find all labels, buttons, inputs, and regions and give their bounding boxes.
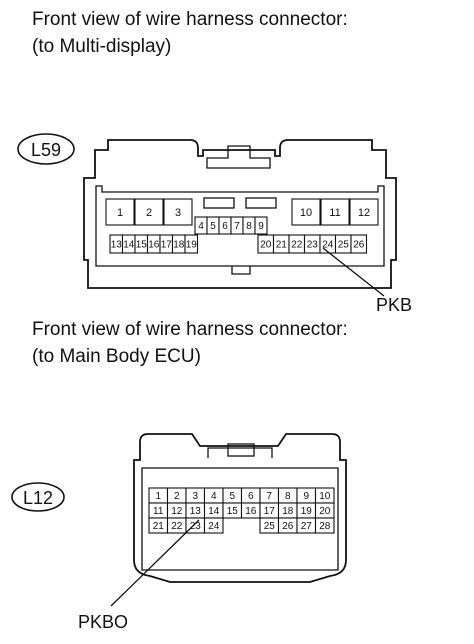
l59-pin-14: 14: [123, 240, 135, 251]
l59-pin-26: 26: [353, 240, 365, 251]
l59-pin-1: 1: [117, 207, 123, 219]
l12-pin-27: 27: [301, 521, 313, 532]
l12-pin-17: 17: [264, 506, 276, 517]
l59-pin-20: 20: [260, 240, 272, 251]
l59-pin-22: 22: [291, 240, 303, 251]
l59-pin-19: 19: [186, 240, 198, 251]
l12-pin-2: 2: [174, 491, 180, 502]
l12-inner-housing: [141, 467, 339, 571]
l12-pin-8: 8: [285, 491, 291, 502]
l59-pin-4: 4: [198, 221, 204, 232]
l59-connector: [17, 133, 397, 289]
l59-recess-right: [245, 197, 277, 209]
l12-pin-14: 14: [208, 506, 220, 517]
l59-pin-25: 25: [338, 240, 350, 251]
l12-pin-11: 11: [153, 506, 164, 517]
l59-pin-1-cell: [105, 198, 135, 226]
l12-caption-line2: (to Main Body ECU): [32, 346, 201, 367]
l12-pin-1: 1: [155, 491, 161, 502]
l12-lock: [207, 447, 273, 458]
l59-pin-3-cell: [163, 198, 193, 226]
l59-pin-17: 17: [161, 240, 173, 251]
l59-pin-9: 9: [258, 221, 264, 232]
l59-pin-12: 12: [358, 207, 370, 219]
l12-pin-18: 18: [282, 506, 294, 517]
l59-caption: Front view of wire harness connector: (t…: [32, 6, 348, 60]
l12-pin-25: 25: [264, 521, 276, 532]
l12-pin-12: 12: [171, 506, 183, 517]
l12-pin-3: 3: [192, 491, 198, 502]
l59-pin-26-cell: [350, 234, 368, 254]
l59-recess-left: [203, 197, 235, 209]
l12-pin-15: 15: [227, 506, 239, 517]
l12-pin-24: 24: [208, 521, 220, 532]
l59-pin-24: 24: [322, 240, 334, 251]
l59-callout-label: PKB: [376, 295, 412, 315]
l12-pin-26: 26: [282, 521, 294, 532]
l59-label: L59: [31, 140, 61, 160]
l59-label-ellipse: [17, 133, 75, 165]
l12-pin-4: 4: [211, 491, 217, 502]
l59-pin-7: 7: [234, 221, 240, 232]
l12-pin-13: 13: [190, 506, 202, 517]
l12-label: L12: [23, 488, 53, 508]
l12-caption: Front view of wire harness connector: (t…: [32, 316, 348, 370]
l12-caption-line1: Front view of wire harness connector:: [32, 319, 348, 340]
l12-pin-5: 5: [229, 491, 235, 502]
l59-pin-16: 16: [148, 240, 160, 251]
l59-pin-15: 15: [136, 240, 148, 251]
l59-pin-8: 8: [246, 221, 252, 232]
l12-pin-22: 22: [171, 521, 183, 532]
l59-housing: [83, 139, 397, 289]
l59-pin-12-cell: [349, 198, 379, 226]
l59-inner-housing: [95, 185, 385, 267]
l12-label-ellipse: [11, 482, 65, 512]
l59-pin-5: 5: [210, 221, 216, 232]
l59-pin-23: 23: [307, 240, 319, 251]
l59-pin-11: 11: [329, 207, 340, 219]
l59-bottom-latch: [231, 266, 251, 275]
l12-pin-24-cell: [203, 517, 224, 534]
l59-pin-3: 3: [175, 207, 181, 219]
l12-lock-inner: [227, 443, 255, 457]
l12-pin-16: 16: [245, 506, 257, 517]
l59-pin-13: 13: [111, 240, 123, 251]
l12-pin-19: 19: [301, 506, 313, 517]
l12-callout-label: PKBO: [78, 612, 128, 632]
l12-pin-28-cell: [314, 517, 335, 534]
l59-caption-line1: Front view of wire harness connector:: [32, 9, 348, 30]
l59-pin-6: 6: [222, 221, 228, 232]
l59-pin-11-cell: [320, 198, 350, 226]
l59-pin-2: 2: [146, 207, 152, 219]
l12-pin-9: 9: [303, 491, 309, 502]
l59-pin-9-cell: [254, 216, 268, 235]
l12-pin-28: 28: [319, 521, 331, 532]
l59-pin-21: 21: [276, 240, 288, 251]
l59-pin-19-cell: [184, 234, 199, 254]
l59-pin-10-cell: [291, 198, 321, 226]
l59-pin-2-cell: [134, 198, 164, 226]
l59-caption-line2: (to Multi-display): [32, 36, 172, 57]
l59-pin-10: 10: [300, 207, 312, 219]
l59-pin-18: 18: [173, 240, 185, 251]
l12-pin-6: 6: [248, 491, 254, 502]
l12-pin-21: 21: [153, 521, 165, 532]
l59-lock: [206, 145, 271, 169]
l12-callout-line: [110, 519, 200, 607]
l12-pin-23: 23: [190, 521, 202, 532]
l59-callout-line: [322, 247, 385, 297]
l12-pin-10: 10: [319, 491, 331, 502]
l12-pin-20: 20: [319, 506, 331, 517]
l12-pin-7: 7: [266, 491, 272, 502]
